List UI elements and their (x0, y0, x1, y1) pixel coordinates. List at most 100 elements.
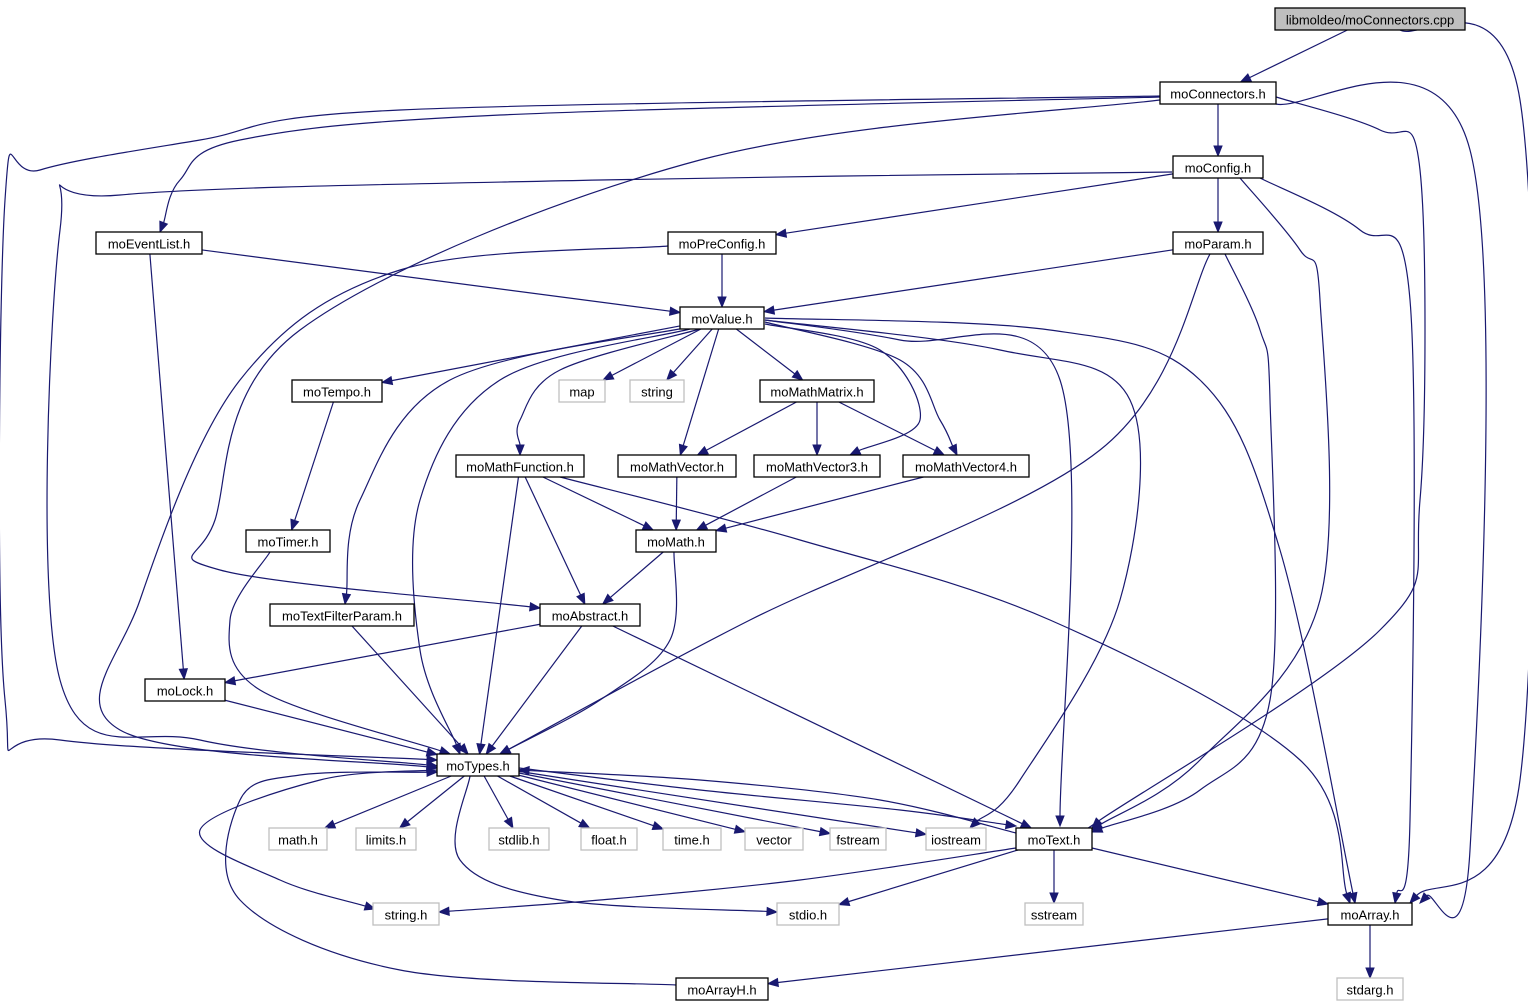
node-box (144, 678, 226, 702)
edge-line (516, 328, 701, 446)
node-moConnectors[interactable]: moConnectors.h (1159, 81, 1277, 105)
node-moArray[interactable]: moArray.h (1327, 902, 1413, 926)
node-label: string (641, 385, 673, 400)
arrowhead-icon (159, 220, 169, 234)
edge-line (611, 328, 702, 376)
node-moEventList[interactable]: moEventList.h (95, 231, 203, 255)
arrowhead-icon (1055, 815, 1065, 828)
arrowhead-icon (1342, 891, 1352, 905)
edge-line (199, 769, 438, 907)
edge-moConnectors-to-moConfig (1213, 104, 1223, 158)
node-label: moMathVector4.h (915, 460, 1017, 475)
edge-line (672, 328, 713, 373)
arrowhead-icon (1419, 892, 1431, 904)
node-box (1159, 81, 1277, 105)
arrowhead-icon (668, 306, 682, 316)
node-moTextFilterParam[interactable]: moTextFilterParam.h (269, 603, 415, 627)
arrowhead-icon (1348, 891, 1358, 905)
edge-line (480, 476, 520, 745)
arrowhead-icon (601, 370, 615, 381)
edge-moConfig-to-moPreConfig (774, 173, 1174, 238)
arrowhead-icon (517, 765, 530, 776)
arrowhead-icon (762, 305, 776, 315)
node-moLock[interactable]: moLock.h (144, 678, 226, 702)
edge-moMath-to-moTypes (498, 551, 678, 755)
edge-moLock-to-moTypes (224, 699, 439, 757)
node-box (1015, 827, 1093, 851)
node-label: float.h (591, 833, 626, 848)
edge-line (483, 775, 509, 820)
arrowhead-icon (425, 747, 439, 757)
edge-moTempo-to-moTimer (290, 401, 334, 532)
node-string_h: string.h (372, 902, 440, 926)
arrowhead-icon (932, 446, 946, 456)
edge-line (559, 476, 1348, 894)
edge-moMathFunction-to-moTypes (476, 476, 520, 756)
arrowhead-icon (812, 444, 822, 457)
node-moTypes[interactable]: moTypes.h (436, 753, 520, 777)
node-label: moText.h (1028, 833, 1081, 848)
node-moMathFunction[interactable]: moMathFunction.h (455, 454, 585, 478)
node-moAbstract[interactable]: moAbstract.h (539, 603, 641, 627)
node-box (617, 454, 737, 478)
arrowhead-icon (696, 445, 710, 456)
arrowhead-icon (380, 375, 394, 386)
edge-line (497, 775, 582, 824)
node-moValue[interactable]: moValue.h (679, 306, 765, 330)
arrowhead-icon (714, 523, 728, 533)
node-moConfig[interactable]: moConfig.h (1172, 155, 1264, 179)
node-moMathVector3[interactable]: moMathVector3.h (753, 454, 881, 478)
edge-moTypes-to-limits_h (398, 775, 465, 829)
node-moTimer[interactable]: moTimer.h (245, 529, 331, 553)
node-label: moMathVector.h (630, 460, 724, 475)
edge-line (838, 401, 936, 452)
edge-moConfig-to-moText (1090, 177, 1331, 831)
node-label: moLock.h (157, 684, 213, 699)
arrowhead-icon (1213, 221, 1223, 234)
edge-moMathMatrix-to-moMathVector (696, 401, 797, 456)
node-box (1327, 902, 1413, 926)
node-moText[interactable]: moText.h (1015, 827, 1093, 851)
edge-line (706, 401, 797, 451)
node-label: moTextFilterParam.h (282, 609, 402, 624)
node-moMathVector[interactable]: moMathVector.h (617, 454, 737, 478)
node-label: libmoldeo/moConnectors.cpp (1286, 13, 1454, 28)
edge-line (333, 775, 452, 825)
node-box (1274, 7, 1466, 31)
node-box (1172, 155, 1264, 179)
node-box (759, 379, 875, 403)
node-label: stdio.h (789, 908, 827, 923)
edge-moValue-to-moMathVector4 (764, 321, 958, 457)
arrowhead-icon (437, 906, 450, 916)
node-moTempo[interactable]: moTempo.h (291, 379, 383, 403)
node-moParam[interactable]: moParam.h (1172, 231, 1264, 255)
edge-moMathMatrix-to-moMathVector4 (838, 401, 946, 456)
edge-line (675, 476, 678, 521)
node-moArrayH[interactable]: moArrayH.h (675, 977, 769, 1001)
node-box (372, 902, 440, 926)
node-iostream: iostream (925, 827, 987, 851)
edges-layer (0, 21, 1528, 988)
node-limits_h: limits.h (355, 827, 417, 851)
node-moMathMatrix[interactable]: moMathMatrix.h (759, 379, 875, 403)
node-label: moAbstract.h (552, 609, 629, 624)
node-label: vector (756, 833, 792, 848)
arrowhead-icon (1239, 73, 1253, 83)
edge-line (345, 326, 691, 595)
arrowhead-icon (671, 519, 682, 532)
arrowhead-icon (341, 592, 352, 606)
node-label: moValue.h (691, 312, 752, 327)
node-moMathVector4[interactable]: moMathVector4.h (902, 454, 1030, 478)
edge-moAbstract-to-moTypes (485, 625, 583, 756)
node-moPreConfig[interactable]: moPreConfig.h (667, 231, 777, 255)
node-label: moConnectors.h (1170, 87, 1265, 102)
node-moMath[interactable]: moMath.h (635, 529, 717, 553)
edge-line (518, 774, 736, 830)
edge-moEventList-to-moLock (149, 253, 188, 681)
edge-moArray-to-moArrayH (766, 918, 1329, 988)
arrowhead-icon (485, 742, 497, 756)
arrowhead-icon (363, 901, 377, 911)
arrowhead-icon (576, 592, 586, 606)
edge-moMathVector3-to-moMath (695, 476, 797, 531)
node-root[interactable]: libmoldeo/moConnectors.cpp (1274, 7, 1466, 31)
